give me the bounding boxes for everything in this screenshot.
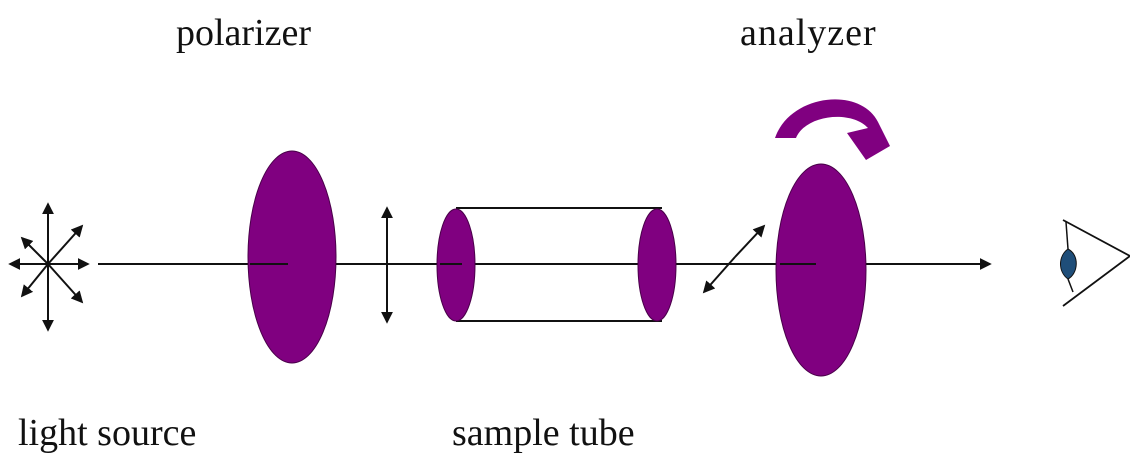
eye-icon (1061, 220, 1130, 306)
sample-tube-label: sample tube (452, 414, 635, 452)
light-source-icon (10, 204, 88, 330)
analyzer-label: analyzer (740, 14, 877, 52)
polarizer-label: polarizer (176, 14, 311, 52)
sample-tube-back-window (638, 209, 676, 321)
rotated-polarization-arrow-lower (704, 257, 735, 292)
rotated-polarization-arrow (735, 226, 764, 257)
analyzer-disk (776, 164, 866, 376)
curved-rotate-arrow-icon (775, 99, 890, 160)
light-source-label: light source (18, 414, 196, 452)
polarizer-disk (248, 151, 336, 363)
